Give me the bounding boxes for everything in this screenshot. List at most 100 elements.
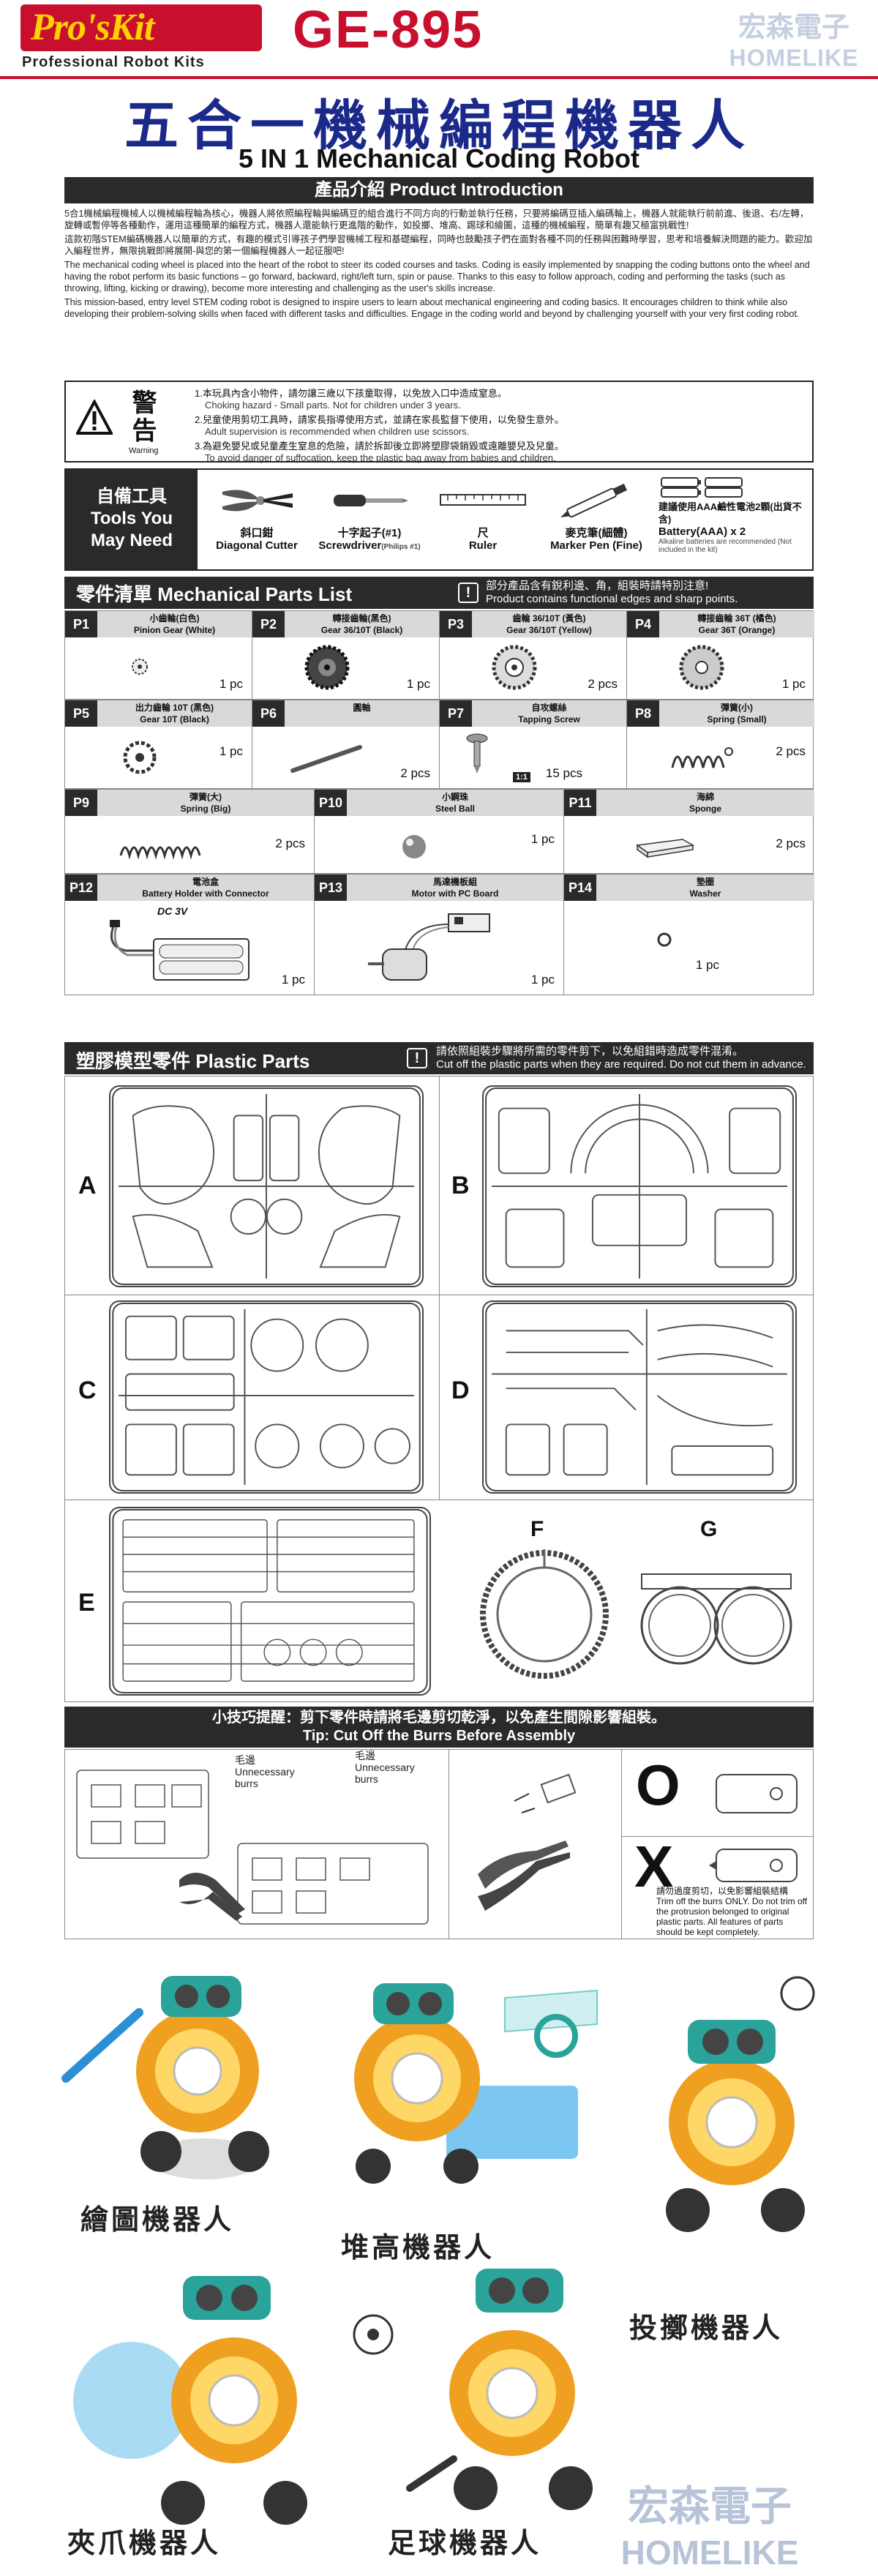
ruler-icon (440, 494, 526, 506)
title-english: 5 IN 1 Mechanical Coding Robot (238, 143, 640, 173)
part-name-zh: 彈簧(小) (721, 703, 753, 713)
burr-label: 毛邊 Unnecessary burrs (235, 1754, 295, 1789)
part-name-en: Pinion Gear (White) (133, 625, 216, 635)
parts-heading-bar: 零件清單 Mechanical Parts List ! 部分產品含有銳利邊、角… (64, 577, 814, 609)
part-id: P6 (252, 700, 285, 727)
header-rule (0, 76, 878, 79)
parts-note-en: Product contains functional edges and sh… (486, 593, 738, 605)
part-qty: 1 pc (219, 677, 243, 691)
robot-caption: 投擲機器人 (629, 2311, 784, 2344)
part-name-en: Spring (Small) (707, 714, 767, 724)
gear-orange-icon (679, 645, 724, 690)
tool-label-zh: 十字起子(#1) (337, 527, 402, 539)
part-p5: P5 出力齒輪 10T (黑色)Gear 10T (Black) 1 pc (65, 700, 252, 788)
part-qty: 1 pc (281, 973, 305, 986)
tool-label-sub: (Philips #1) (381, 543, 421, 551)
robot-caption: 夾爪機器人 (67, 2526, 222, 2559)
part-name: 齒輪 36/10T (黃色)Gear 36/10T (Yellow) (472, 611, 626, 637)
part-qty: 2 pcs (776, 836, 806, 850)
part-id: P1 (65, 611, 97, 637)
warning-item: 1.本玩具內含小物件，請勿讓三歲以下孩童取得，以免放入口中造成窒息。 Choki… (195, 388, 809, 411)
part-qty: 1 pc (530, 973, 555, 986)
part-qty: 1 pc (695, 958, 719, 972)
part-name-en: Gear 10T (Black) (140, 714, 209, 724)
part-id: P5 (65, 700, 97, 727)
warning-title: 警告 (127, 389, 157, 445)
parts-note: 部分產品含有銳利邊、角，組裝時請特別注意! Product contains f… (486, 580, 738, 606)
warning-zh: 3.為避免嬰兒或兒童產生窒息的危險，請於拆卸後立即將塑膠袋銷毀或遠離嬰兒及兒童。 (195, 441, 564, 452)
sprue-label-d: D (451, 1377, 470, 1404)
part-name-zh: 出力齒輪 10T (黑色) (135, 703, 214, 713)
part-qty: 15 pcs (545, 766, 582, 780)
part-qty: 2 pcs (776, 744, 806, 758)
part-name: 轉接齒輪 36T (橘色)Gear 36T (Orange) (659, 611, 814, 637)
part-name-zh: 墊圈 (696, 877, 714, 887)
exclamation-icon: ! (407, 1048, 427, 1068)
motor-pcb-icon (368, 913, 490, 981)
sprue-label-c: C (78, 1377, 97, 1404)
sprue-g-drawing (640, 1573, 792, 1665)
warning-list: 1.本玩具內含小物件，請勿讓三歲以下孩童取得，以免放入口中造成窒息。 Choki… (195, 388, 809, 467)
tool-label-en: Ruler (468, 539, 498, 552)
warning-en: Choking hazard - Small parts. Not for ch… (205, 400, 461, 411)
part-qty: 2 pcs (275, 836, 305, 850)
gear-yellow-icon (492, 645, 537, 690)
sprue-d-drawing (482, 1300, 797, 1494)
forklift-robot-photo (354, 1983, 598, 2184)
robot-photos: 繪圖機器人 堆高機器人 投擲機器人 夾爪機器人 (0, 1961, 878, 2576)
burr-label-en: Unnecessary (355, 1761, 415, 1773)
sprue-b-drawing (482, 1085, 797, 1287)
plastic-sprues: A B C (64, 1076, 814, 1702)
trim-note-zh: 請勿過度剪切，以免影響組裝結構 (656, 1886, 789, 1896)
part-id: P9 (65, 790, 97, 816)
tool-label-zh: 斜口鉗 (240, 527, 274, 539)
part-qty: 1 pc (219, 744, 243, 758)
part-qty: 1 pc (406, 677, 430, 691)
parts-note-zh: 部分產品含有銳利邊、角，組裝時請特別注意! (486, 580, 709, 592)
tip-en: Tip: Cut Off the Burrs Before Assembly (302, 1728, 576, 1744)
part-name-en: Gear 36T (Orange) (698, 625, 776, 635)
intro-text: 5合1機械編程機械人以機械編程輪為核心，機器人將依照編程輪與編碼豆的組合進行不同… (64, 208, 814, 322)
part-name-en: Tapping Screw (518, 714, 580, 724)
bad-mark: X (634, 1834, 674, 1899)
tool-label-en: Battery(AAA) x 2 (658, 525, 746, 538)
tool-label-zh: 建議使用AAA鹼性電池2顆(出貨不含) (658, 501, 802, 525)
tapping-screw-icon (466, 733, 488, 774)
part-qty: 1 pc (781, 677, 806, 691)
part-id: P13 (315, 875, 347, 901)
burr-label-en: burrs (235, 1778, 258, 1789)
part-name-zh: 彈簧(大) (190, 792, 222, 802)
parts-row: P1 小齒輪(白色)Pinion Gear (White) 1 pc P2 轉接… (64, 610, 814, 700)
gear-black-icon (304, 645, 350, 690)
part-qty: 2 pcs (588, 677, 618, 691)
screwdriver-icon (334, 495, 408, 506)
trim-note: 請勿過度剪切，以免影響組裝結構 Trim off the burrs ONLY.… (656, 1886, 810, 1937)
tool-label-en: Screwdriver (318, 539, 382, 552)
part-id: P2 (252, 611, 285, 637)
tip-illustrations: 毛邊 Unnecessary burrs 毛邊 Unnecessary burr… (64, 1749, 814, 1939)
brand-series: 5 (244, 29, 255, 51)
part-name: 小齒輪(白色)Pinion Gear (White) (97, 611, 252, 637)
part-name-en: Washer (689, 888, 721, 899)
watermark-en: HOMELIKE (620, 2534, 799, 2572)
tools-heading-en: Tools You (91, 509, 173, 528)
tools-heading-en: May Need (90, 531, 173, 550)
warning-en: Adult supervision is recommended when ch… (205, 426, 470, 437)
tool-label-zh: 麥克筆(細體) (565, 527, 628, 539)
part-p9: P9 彈簧(大)Spring (Big) 2 pcs (65, 790, 315, 873)
tip-heading-bar: 小技巧提醒：剪下零件時請將毛邊剪切乾淨，以免產生間隙影響組裝。 Tip: Cut… (64, 1707, 814, 1748)
part-p4: P4 轉接齒輪 36T (橘色)Gear 36T (Orange) 1 pc (627, 611, 814, 699)
tool-battery: 建議使用AAA鹼性電池2顆(出貨不含) Battery(AAA) x 2 Alk… (658, 474, 808, 566)
trim-note-en: Trim off the burrs ONLY. Do not trim off… (656, 1896, 808, 1937)
model-number: GE-895 (293, 1, 484, 59)
intro-heading: 產品介紹 Product Introduction (64, 177, 814, 203)
part-name: 彈簧(小)Spring (Small) (659, 700, 814, 727)
part-name-en: Sponge (689, 804, 721, 814)
